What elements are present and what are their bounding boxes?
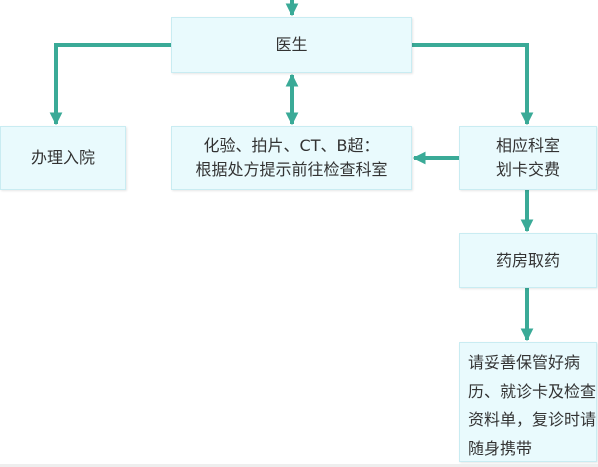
node-department-line1: 相应科室	[495, 136, 560, 155]
arrow-doctor-to-department	[412, 43, 534, 126]
node-tests: 化验、拍片、CT、B超： 根据处方提示前往检查科室	[171, 126, 412, 190]
arrow-doctor-to-admission	[49, 43, 171, 126]
node-tests-line1: 化验、拍片、CT、B超：	[203, 136, 380, 155]
node-doctor-label: 医生	[275, 35, 308, 54]
node-department-payment: 相应科室 划卡交费	[459, 126, 597, 190]
node-department-line2: 划卡交费	[495, 160, 560, 179]
bottom-divider	[0, 464, 598, 467]
node-doctor: 医生	[171, 17, 412, 73]
node-admission: 办理入院	[0, 126, 126, 190]
node-tests-line2: 根据处方提示前往检查科室	[195, 160, 388, 179]
node-pharmacy: 药房取药	[459, 233, 597, 288]
node-reminder-note: 请妥善保管好病历、就诊卡及检查资料单，复诊时请随身携带	[459, 342, 597, 462]
node-pharmacy-label: 药房取药	[495, 250, 560, 270]
node-reminder-text: 请妥善保管好病历、就诊卡及检查资料单，复诊时请随身携带	[468, 353, 597, 458]
node-admission-label: 办理入院	[30, 148, 95, 167]
